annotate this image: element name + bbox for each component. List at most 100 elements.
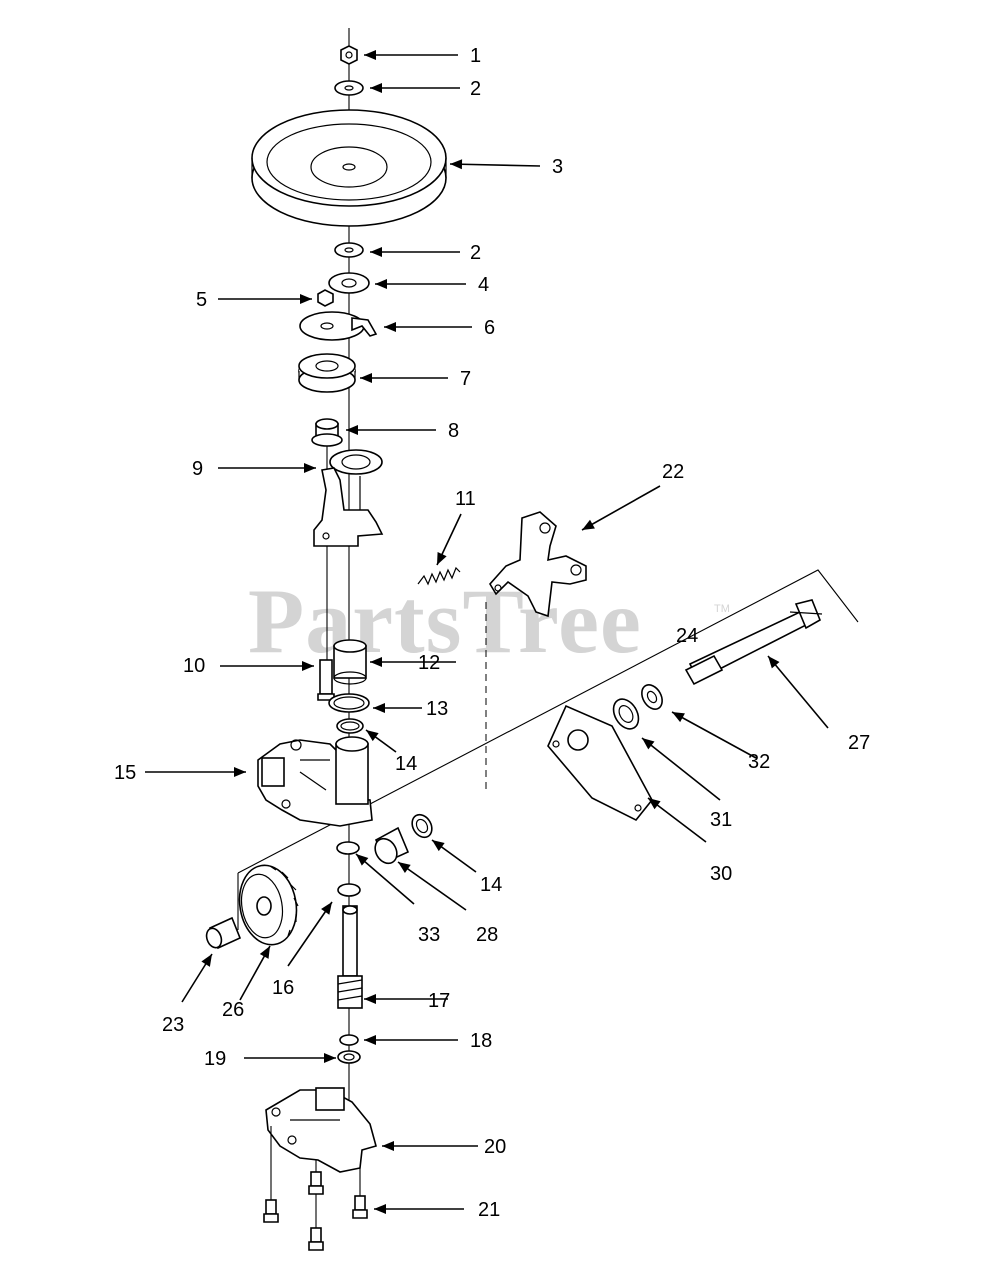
lower-housing-part-20 — [265, 1087, 377, 1173]
callout-leader-c22 — [581, 485, 661, 531]
watermark-text: PartsTree — [248, 570, 642, 672]
bushing-part-31 — [612, 698, 640, 730]
callout-arrowhead-c20 — [382, 1141, 394, 1151]
callout-arrowhead-c8 — [346, 425, 358, 435]
callout-arrowhead-c26 — [259, 946, 270, 959]
bolt-part-10 — [317, 659, 335, 701]
nut-part-1 — [340, 45, 358, 65]
axle-shaft-part-27 — [684, 599, 823, 686]
washer-part-18 — [339, 1034, 359, 1046]
callout-arrowhead-c2a — [370, 83, 382, 93]
shaft-axis-line — [237, 569, 859, 874]
washer-part-2-top — [334, 80, 364, 96]
bearing-part-7 — [298, 353, 356, 393]
callout-arrowhead-c10 — [302, 661, 314, 671]
callout-arrowhead-c15 — [234, 767, 246, 777]
callout-label-c18: 18 — [470, 1030, 492, 1052]
gear-part-26 — [238, 864, 299, 946]
callout-label-c15: 15 — [114, 762, 136, 784]
callout-arrowhead-c7 — [360, 373, 372, 383]
callout-arrowhead-c17 — [364, 994, 376, 1004]
worm-shaft-part-17 — [337, 905, 363, 1009]
sleeve-part-12 — [333, 639, 367, 685]
idler-plate-part-6 — [299, 311, 378, 341]
ring-part-16-area — [337, 883, 361, 897]
callout-label-c24: 24 — [676, 625, 698, 647]
spacer-part-4 — [328, 272, 370, 294]
callout-arrowhead-c3 — [450, 159, 463, 170]
callout-arrowhead-c32 — [672, 712, 685, 723]
callout-leader-c30 — [647, 797, 707, 843]
callout-label-c19: 19 — [204, 1048, 226, 1070]
callout-arrowhead-c13 — [373, 703, 385, 713]
callout-arrowhead-c9 — [304, 463, 316, 473]
callout-leader-c27 — [767, 655, 829, 729]
callout-arrowhead-c16 — [321, 902, 332, 915]
callout-arrowhead-c19 — [324, 1053, 336, 1063]
callout-label-c13: 13 — [426, 698, 448, 720]
callout-label-c1: 1 — [470, 45, 481, 67]
callout-leader-c33 — [355, 853, 415, 905]
callout-label-c3: 3 — [552, 156, 563, 178]
callout-label-c33: 33 — [418, 924, 440, 946]
callout-label-c31: 31 — [710, 809, 732, 831]
callout-leader-c16 — [287, 901, 333, 967]
callout-label-c5: 5 — [196, 289, 207, 311]
callout-arrowhead-c30 — [648, 798, 661, 810]
bolts-part-21 — [263, 1126, 368, 1251]
callout-arrowhead-c23 — [201, 954, 212, 967]
callout-leader-c3 — [449, 163, 541, 167]
callout-arrowhead-c22 — [582, 519, 595, 530]
pulley-part-3 — [251, 109, 447, 227]
seal-part-14-lower — [411, 813, 433, 839]
callout-arrowhead-c6 — [384, 322, 396, 332]
bushing-part-8 — [311, 418, 343, 447]
callout-arrowhead-c4 — [375, 279, 387, 289]
callout-arrowhead-c14a — [366, 730, 379, 742]
callout-label-c14b: 14 — [480, 874, 502, 896]
callout-arrowhead-c21 — [374, 1204, 386, 1214]
callout-label-c27: 27 — [848, 732, 870, 754]
callout-label-c12: 12 — [418, 652, 440, 674]
callout-label-c26: 26 — [222, 999, 244, 1021]
callout-leader-c32 — [671, 711, 757, 759]
washer-part-32 — [641, 684, 663, 710]
callout-arrowhead-c18 — [364, 1035, 376, 1045]
callout-leader-c28 — [397, 861, 467, 911]
callout-label-c20: 20 — [484, 1136, 506, 1158]
callout-arrowhead-c28 — [398, 862, 411, 874]
bushing-part-23 — [205, 916, 242, 950]
callout-label-c30: 30 — [710, 863, 732, 885]
callout-label-c21: 21 — [478, 1199, 500, 1221]
callout-label-c7: 7 — [460, 368, 471, 390]
callout-arrowhead-c2b — [370, 247, 382, 257]
callout-label-c6: 6 — [484, 317, 495, 339]
callout-label-c16: 16 — [272, 977, 294, 999]
spring-part-11 — [417, 566, 461, 586]
watermark-trademark: TM — [714, 603, 730, 615]
callout-label-c2a: 2 — [470, 78, 481, 100]
callout-arrowhead-c27 — [768, 656, 780, 669]
callout-arrowhead-c12 — [370, 657, 382, 667]
callout-label-c32: 32 — [748, 751, 770, 773]
callout-label-c17: 17 — [428, 990, 450, 1012]
callout-arrowhead-c31 — [642, 738, 655, 750]
callout-arrowhead-c14b — [432, 840, 445, 852]
callout-label-c2b: 2 — [470, 242, 481, 264]
bracket-part-22 — [489, 511, 587, 618]
callout-label-c9: 9 — [192, 458, 203, 480]
bushing-part-28 — [374, 826, 410, 865]
callout-arrowhead-c1 — [364, 50, 376, 60]
callout-label-c11: 11 — [455, 488, 476, 510]
seal-part-14-upper — [336, 718, 364, 734]
callout-arrowhead-c5 — [300, 294, 312, 304]
idler-bracket-part-9 — [313, 449, 384, 547]
washer-part-19 — [337, 1050, 361, 1064]
callout-label-c4: 4 — [478, 274, 489, 296]
callout-label-c10: 10 — [183, 655, 205, 677]
callout-arrowhead-c11 — [437, 552, 447, 565]
nut-part-5 — [317, 289, 334, 307]
washer-part-2-lower — [334, 242, 364, 258]
